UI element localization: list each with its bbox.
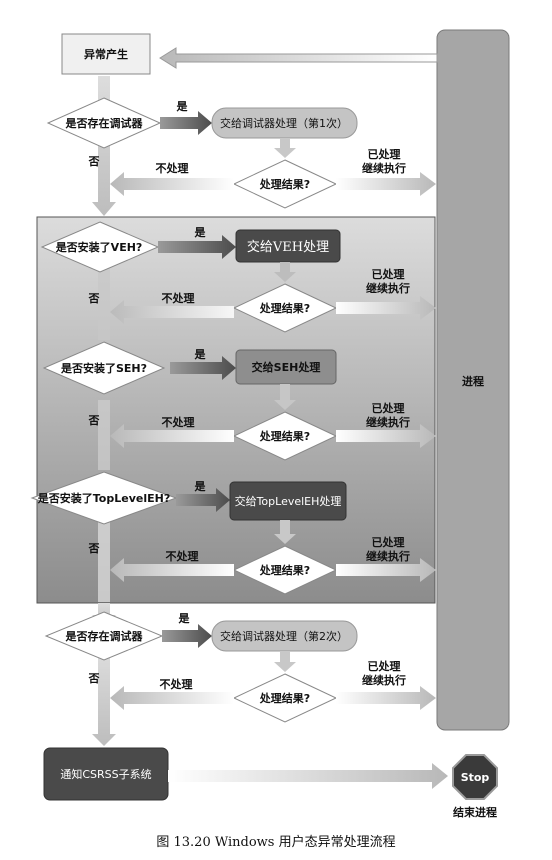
spine-segment-2 bbox=[98, 262, 110, 340]
yes-label-veh: 是 bbox=[194, 226, 207, 239]
toplevel-check-diamond bbox=[30, 471, 178, 525]
result-veh-diamond bbox=[232, 283, 338, 333]
handled-label-2: 已处理 bbox=[368, 659, 401, 673]
process-column bbox=[436, 29, 510, 731]
arrow-down-result-toplevel bbox=[274, 520, 296, 544]
spine-segment-3 bbox=[98, 400, 110, 470]
stop-sign-icon bbox=[452, 754, 498, 800]
no-label-2: 否 bbox=[88, 672, 100, 685]
no-label-seh: 否 bbox=[88, 414, 100, 427]
continue-label-2: 继续执行 bbox=[362, 673, 406, 687]
no-label-veh: 否 bbox=[88, 292, 100, 305]
toplevel-handle-label: 交给TopLevelEH处理 bbox=[235, 494, 342, 508]
stop-sign-text: Stop bbox=[461, 771, 490, 784]
figure-caption: 图 13.20 Windows 用户态异常处理流程 bbox=[156, 834, 395, 850]
handled-label-seh: 已处理 bbox=[372, 401, 405, 415]
continue-label-toplevel: 继续执行 bbox=[366, 549, 410, 563]
veh-check-diamond bbox=[40, 221, 160, 273]
debugger-check-1-label: 是否存在调试器 bbox=[65, 116, 144, 130]
not-handled-label-veh: 不处理 bbox=[162, 291, 195, 305]
result-seh-diamond bbox=[232, 411, 338, 461]
result-1-label: 处理结果? bbox=[259, 177, 310, 191]
arrow-handled-1 bbox=[336, 172, 436, 196]
arrow-not-handled-2 bbox=[110, 686, 234, 710]
result-toplevel-diamond bbox=[232, 545, 338, 595]
continue-label-veh: 继续执行 bbox=[366, 281, 410, 295]
continue-label-seh: 继续执行 bbox=[366, 415, 410, 429]
arrow-not-handled-seh bbox=[110, 424, 234, 448]
handled-label-1: 已处理 bbox=[368, 147, 401, 161]
handled-label-toplevel: 已处理 bbox=[372, 535, 405, 549]
seh-check-diamond bbox=[42, 341, 166, 395]
spine-segment-4 bbox=[98, 522, 110, 602]
yes-label-2: 是 bbox=[178, 612, 191, 625]
exception-start-label: 异常产生 bbox=[84, 47, 128, 61]
toplevel-check-label: 是否安装了TopLevelEH? bbox=[37, 491, 170, 505]
arrow-down-result-1 bbox=[274, 138, 296, 158]
result-2-label: 处理结果? bbox=[259, 691, 310, 705]
not-handled-label-toplevel: 不处理 bbox=[166, 549, 199, 563]
arrow-yes-veh bbox=[158, 235, 236, 259]
no-label-1: 否 bbox=[88, 155, 100, 168]
exception-start-box bbox=[61, 33, 151, 75]
no-label-toplevel: 否 bbox=[88, 542, 100, 555]
yes-label-1: 是 bbox=[176, 100, 189, 113]
arrow-not-handled-toplevel bbox=[110, 558, 234, 582]
arrow-to-stop bbox=[168, 763, 448, 789]
continue-label-1: 继续执行 bbox=[362, 161, 406, 175]
not-handled-label-2: 不处理 bbox=[160, 677, 193, 691]
result-toplevel-label: 处理结果? bbox=[259, 563, 310, 577]
arrow-yes-1 bbox=[160, 111, 212, 135]
arrow-yes-seh bbox=[170, 356, 236, 380]
yes-label-toplevel: 是 bbox=[194, 480, 207, 493]
notify-csrss-label: 通知CSRSS子系统 bbox=[60, 767, 151, 781]
arrow-handled-toplevel bbox=[336, 558, 436, 582]
arrow-not-handled-1 bbox=[110, 172, 234, 196]
process-label: 进程 bbox=[462, 374, 484, 388]
result-seh-label: 处理结果? bbox=[259, 429, 310, 443]
veh-handle-label: 交给VEH处理 bbox=[247, 239, 329, 255]
not-handled-label-seh: 不处理 bbox=[162, 415, 195, 429]
arrow-handled-seh bbox=[336, 424, 436, 448]
not-handled-label-1: 不处理 bbox=[156, 161, 189, 175]
handled-label-veh: 已处理 bbox=[372, 267, 405, 281]
veh-check-label: 是否安装了VEH? bbox=[55, 240, 143, 254]
arrow-spine-6 bbox=[92, 650, 116, 746]
arrow-handled-2 bbox=[336, 686, 436, 710]
arrow-down-result-2 bbox=[274, 651, 296, 672]
arrow-process-to-start bbox=[159, 47, 438, 69]
seh-handle-label: 交给SEH处理 bbox=[252, 360, 321, 374]
arrow-handled-veh bbox=[336, 296, 436, 320]
debugger-check-2-diamond bbox=[44, 611, 164, 661]
seh-check-label: 是否安装了SEH? bbox=[60, 361, 147, 375]
debugger-handle-2-label: 交给调试器处理（第2次） bbox=[220, 629, 348, 643]
debugger-check-1-diamond bbox=[46, 97, 162, 149]
result-1-diamond bbox=[232, 159, 338, 209]
end-process-label: 结束进程 bbox=[452, 805, 497, 819]
arrow-down-result-veh bbox=[274, 262, 296, 282]
debugger-handle-1-label: 交给调试器处理（第1次） bbox=[220, 116, 348, 130]
arrow-yes-2 bbox=[162, 624, 212, 648]
arrow-yes-toplevel bbox=[176, 488, 230, 512]
result-veh-label: 处理结果? bbox=[259, 301, 310, 315]
arrow-down-result-seh bbox=[274, 384, 296, 410]
debugger-check-2-label: 是否存在调试器 bbox=[65, 629, 144, 643]
arrow-not-handled-veh bbox=[110, 300, 234, 324]
result-2-diamond bbox=[232, 673, 338, 723]
yes-label-seh: 是 bbox=[194, 348, 207, 361]
